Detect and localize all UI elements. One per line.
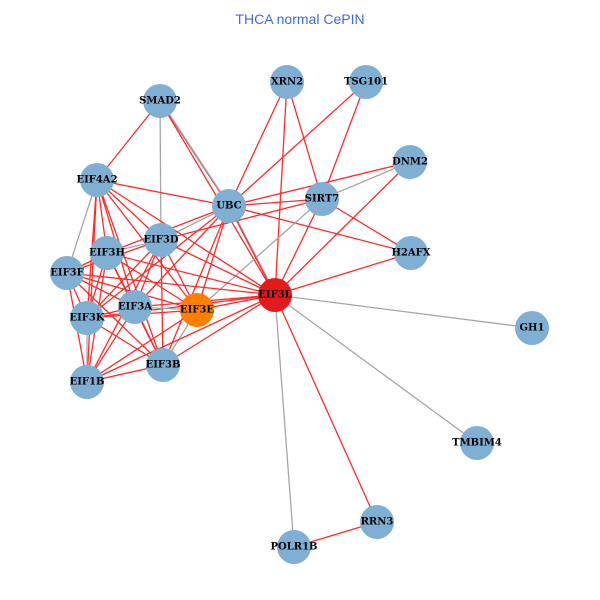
- node-label: TMBIM4: [452, 438, 502, 449]
- node-label: TSG101: [344, 77, 388, 88]
- node-circle[interactable]: [212, 189, 246, 223]
- node-circle[interactable]: [90, 236, 124, 270]
- node-label: UBC: [216, 201, 241, 212]
- node-eif3f[interactable]: EIF3F: [50, 256, 84, 290]
- edge-eif3f-eif3l: [66, 272, 276, 296]
- node-label: EIF3K: [69, 313, 104, 324]
- node-circle[interactable]: [70, 301, 104, 335]
- node-label: SMAD2: [139, 96, 181, 107]
- node-label: POLR1B: [271, 542, 318, 553]
- node-circle[interactable]: [118, 290, 152, 324]
- node-ubc[interactable]: UBC: [212, 189, 246, 223]
- node-circle[interactable]: [305, 182, 339, 216]
- edge-eif3l-gh1: [274, 294, 533, 329]
- node-eif1b[interactable]: EIF1B: [70, 365, 105, 399]
- node-eif3e[interactable]: EIF3E: [180, 293, 214, 327]
- node-label: GH1: [520, 323, 545, 334]
- node-gh1[interactable]: GH1: [515, 311, 549, 345]
- node-circle[interactable]: [360, 505, 394, 539]
- node-eif3l[interactable]: EIF3L: [258, 278, 292, 312]
- edge-ubc-eif3e: [196, 205, 230, 311]
- edge-eif3l-tmbim4: [274, 294, 478, 444]
- node-label: EIF3L: [258, 290, 291, 301]
- node-rrn3[interactable]: RRN3: [360, 505, 394, 539]
- edge-xrn2-eif3l: [274, 81, 288, 296]
- edge-ubc-eif3k: [86, 205, 230, 319]
- node-circle[interactable]: [143, 84, 177, 118]
- node-polr1b[interactable]: POLR1B: [271, 530, 318, 564]
- node-label: XRN2: [271, 77, 303, 88]
- node-circle[interactable]: [393, 145, 427, 179]
- node-eif3d[interactable]: EIF3D: [143, 223, 179, 257]
- edge-h2afx-sirt7: [321, 198, 412, 254]
- node-eif3h[interactable]: EIF3H: [89, 236, 125, 270]
- node-circle[interactable]: [394, 236, 428, 270]
- node-dnm2[interactable]: DNM2: [392, 145, 428, 179]
- node-circle[interactable]: [80, 163, 114, 197]
- node-label: EIF3A: [118, 302, 152, 313]
- node-label: EIF1B: [70, 377, 105, 388]
- node-label: EIF3H: [89, 248, 125, 259]
- node-circle[interactable]: [515, 311, 549, 345]
- node-eif4a2[interactable]: EIF4A2: [76, 163, 118, 197]
- edge-tsg101-ubc: [228, 81, 367, 207]
- node-h2afx[interactable]: H2AFX: [391, 236, 431, 270]
- node-circle[interactable]: [144, 223, 178, 257]
- edge-eif3h-eif3l: [106, 252, 276, 296]
- edge-xrn2-sirt7: [286, 81, 323, 200]
- node-label: EIF3E: [180, 305, 214, 316]
- node-circle[interactable]: [270, 65, 304, 99]
- node-eif3b[interactable]: EIF3B: [146, 348, 181, 382]
- node-circle[interactable]: [460, 426, 494, 460]
- edge-smad2-ubc: [161, 102, 232, 209]
- edge-eif3f-eif3b: [66, 272, 164, 366]
- node-circle[interactable]: [70, 365, 104, 399]
- edge-sirt7-eif3d: [160, 198, 323, 241]
- node-sirt7[interactable]: SIRT7: [305, 182, 339, 216]
- node-eif3k[interactable]: EIF3K: [69, 301, 105, 335]
- edge-xrn2-ubc: [228, 81, 288, 207]
- edge-sirt7-eif3l: [274, 198, 323, 296]
- node-label: EIF3F: [50, 268, 83, 279]
- edge-h2afx-ubc: [228, 205, 412, 254]
- edge-eif4a2-eif1b: [86, 179, 98, 383]
- node-smad2[interactable]: SMAD2: [139, 84, 181, 118]
- node-circle[interactable]: [180, 293, 214, 327]
- node-label: EIF3D: [143, 235, 178, 246]
- node-label: SIRT7: [305, 194, 339, 205]
- node-label: EIF4A2: [76, 175, 117, 186]
- node-circle[interactable]: [258, 278, 292, 312]
- node-tsg101[interactable]: TSG101: [344, 65, 388, 99]
- edge-eif4a2-eif3l: [96, 179, 276, 296]
- node-eif3a[interactable]: EIF3A: [118, 290, 152, 324]
- node-circle[interactable]: [349, 65, 383, 99]
- edge-eif3d-eif3l: [160, 239, 276, 296]
- edge-ubc-eif3b: [162, 205, 230, 366]
- node-label: EIF3B: [146, 360, 181, 371]
- edge-ubc-eif4a2: [96, 179, 230, 207]
- edge-dnm2-eif3l: [274, 161, 411, 296]
- edge-tsg101-sirt7: [321, 81, 367, 200]
- node-tmbim4[interactable]: TMBIM4: [452, 426, 502, 460]
- node-circle[interactable]: [277, 530, 311, 564]
- edge-eif3b-eif3l: [162, 294, 276, 366]
- node-xrn2[interactable]: XRN2: [270, 65, 304, 99]
- chart-title: THCA normal CePIN: [235, 11, 365, 27]
- edge-smad2-eif3d: [159, 100, 162, 241]
- node-circle[interactable]: [146, 348, 180, 382]
- node-label: H2AFX: [391, 248, 430, 259]
- edge-eif1b-eif3l: [86, 294, 276, 383]
- edge-sirt7-eif3e: [196, 198, 323, 311]
- edge-ubc-eif3a: [134, 205, 230, 308]
- edge-h2afx-eif3l: [274, 252, 412, 296]
- node-circle[interactable]: [50, 256, 84, 290]
- edge-eif3l-polr1b: [274, 294, 295, 548]
- edge-eif3d-eif3b: [160, 239, 164, 366]
- node-label: RRN3: [361, 517, 394, 528]
- edge-eif3l-rrn3: [274, 294, 378, 523]
- node-label: DNM2: [392, 157, 428, 168]
- edge-eif3e-eif1b: [86, 309, 198, 383]
